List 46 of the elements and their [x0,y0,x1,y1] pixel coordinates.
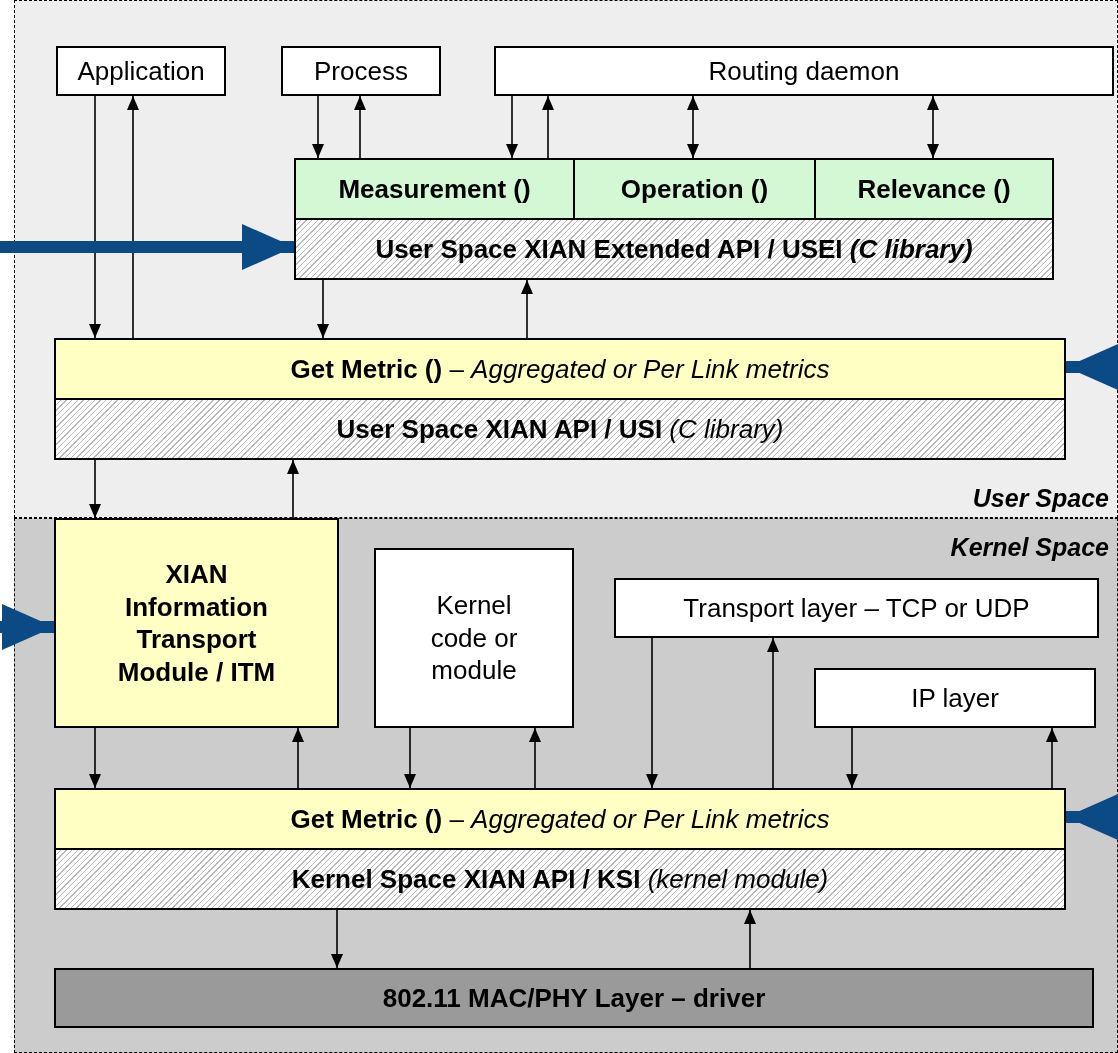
input-arrow [1066,794,1118,840]
arrow [404,727,416,789]
arrow [1046,727,1058,789]
application-box: Application [56,46,226,96]
arrow [312,95,324,159]
get-metric-band: Get Metric () – Aggregated or Per Link metrics [54,788,1066,850]
routing-daemon-box: Routing daemon [494,46,1114,96]
driver-layer-box: 802.11 MAC/PHY Layer – driver [54,968,1094,1028]
arrow [331,909,343,969]
kernel-code-box: Kernel code or module [374,548,574,728]
arrow [646,637,658,789]
ip-layer-box: IP layer [814,668,1096,728]
function-box: Relevance () [814,158,1054,220]
get-metric-band: Get Metric () – Aggregated or Per Link metrics [54,338,1066,400]
arrow [354,95,366,159]
arrow [89,459,101,519]
arrow [89,95,101,339]
module-box: XIAN Information Transport Module / ITM [54,518,339,728]
arrow [744,909,756,969]
arrow [529,727,541,789]
double-arrow [687,95,699,159]
input-arrow [0,224,294,270]
api-layer-band: Kernel Space XIAN API / KSI (kernel module) [54,848,1066,910]
region-label: Kernel Space [950,533,1109,562]
kernel-space-region [14,518,1118,1053]
double-arrow [927,95,939,159]
arrow [89,727,101,789]
user-space-region [14,0,1118,518]
function-box: Operation () [573,158,816,220]
arrow [846,727,858,789]
input-arrow [1066,344,1118,390]
transport-layer-box: Transport layer – TCP or UDP [614,578,1099,638]
region-label: User Space [972,484,1109,513]
input-arrow [0,604,54,650]
arrow [287,459,299,519]
arrow [506,95,518,159]
api-layer-band: User Space XIAN API / USI (C library) [54,398,1066,460]
function-box: Measurement () [294,158,575,220]
arrow [521,279,533,339]
arrow [767,637,779,789]
arrow [292,727,304,789]
arrow [317,279,329,339]
process-box: Process [281,46,441,96]
api-layer-band: User Space XIAN Extended API / USEI (C library) [294,218,1054,280]
arrow [127,95,139,339]
arrow [542,95,554,159]
